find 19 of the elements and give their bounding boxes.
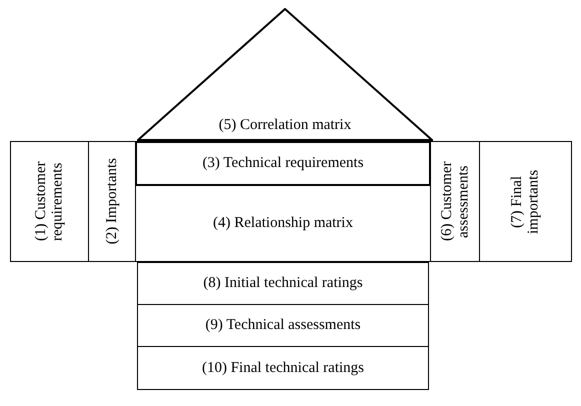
box-label: (7) Final importants	[509, 168, 542, 236]
box-label: (10) Final technical ratings	[202, 360, 364, 376]
customer-requirements-box	[10, 141, 89, 262]
box-label: (2) Importants	[104, 158, 120, 245]
box-label: (9) Technical assessments	[205, 317, 361, 334]
assessment-box	[137, 304, 429, 347]
technical-requirements-box	[135, 141, 431, 186]
box-label: (3) Technical requirements	[202, 155, 364, 172]
roof-triangle	[137, 8, 433, 141]
final-importants-box	[479, 141, 572, 262]
box-label: (6) Customer assessments	[438, 160, 472, 244]
box-label: (5) Correlation matrix	[218, 116, 352, 134]
rating-box	[137, 262, 429, 305]
importants-box	[88, 141, 136, 262]
box-label: (8) Initial technical ratings	[203, 275, 363, 292]
rating-box	[137, 346, 429, 390]
box-label: (1) Customer requirements	[33, 160, 66, 244]
customer-assessments-box	[430, 141, 480, 262]
box-label: (4) Relationship matrix	[213, 215, 353, 232]
